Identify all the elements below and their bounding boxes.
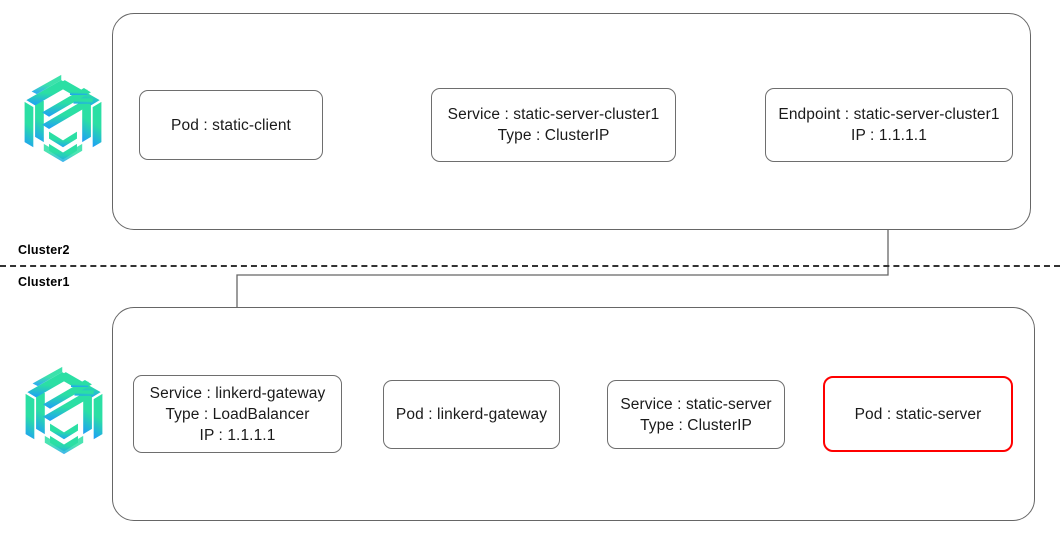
cluster-label-cluster2: Cluster2	[18, 243, 70, 257]
node-label-line: Type : ClusterIP	[497, 127, 610, 144]
node-label-line: Pod : static-client	[171, 116, 291, 134]
node-label-line: Pod : static-server	[854, 405, 982, 423]
node-pod-static-server[interactable]: Pod : static-server	[823, 376, 1013, 452]
node-label-line: IP : 1.1.1.1	[851, 127, 927, 144]
node-pod-linkerd-gateway[interactable]: Pod : linkerd-gateway	[383, 380, 560, 449]
node-endpoint-static-server-cluster1[interactable]: Endpoint : static-server-cluster1 IP : 1…	[765, 88, 1013, 162]
cluster-divider	[0, 265, 1060, 267]
node-service-linkerd-gateway[interactable]: Service : linkerd-gateway Type : LoadBal…	[133, 375, 342, 453]
node-label-line: Service : static-server-cluster1	[447, 106, 660, 123]
node-label-line: Service : linkerd-gateway	[149, 384, 326, 402]
node-label-line: IP : 1.1.1.1	[199, 426, 276, 444]
node-label-line: Service : static-server	[620, 395, 772, 413]
node-pod-static-client[interactable]: Pod : static-client	[139, 90, 323, 160]
node-label-line: Pod : linkerd-gateway	[395, 406, 548, 423]
node-service-static-server[interactable]: Service : static-server Type : ClusterIP	[607, 380, 785, 449]
node-label-line: Endpoint : static-server-cluster1	[778, 106, 1000, 123]
linkerd-logo-icon	[19, 74, 107, 170]
cluster-label-cluster1: Cluster1	[18, 275, 70, 289]
node-label-line: Type : LoadBalancer	[165, 405, 310, 423]
node-label-line: Type : ClusterIP	[640, 416, 752, 434]
linkerd-logo-icon	[20, 366, 108, 462]
node-service-static-server-cluster1[interactable]: Service : static-server-cluster1 Type : …	[431, 88, 676, 162]
